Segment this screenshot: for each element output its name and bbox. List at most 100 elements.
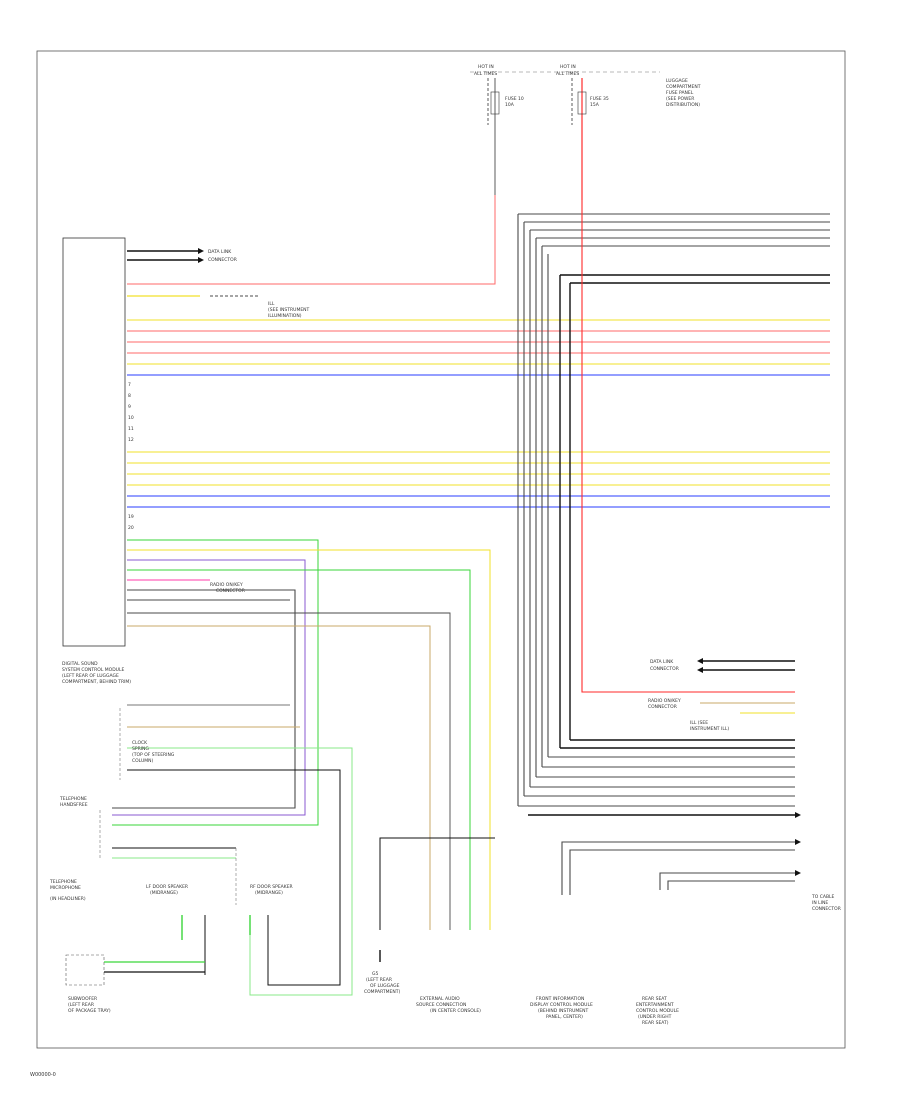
svg-text:ILL: ILL (268, 301, 275, 307)
svg-text:DIGITAL SOUND: DIGITAL SOUND (62, 661, 98, 667)
svg-text:COMPARTMENT: COMPARTMENT (666, 84, 701, 90)
lower-left-wires: RADIO ON/KEY CONNECTOR (112, 539, 491, 930)
ground-block: G5 (LEFT REAR OF LUGGAGE COMPARTMENT) (364, 837, 495, 995)
svg-text:COMPARTMENT): COMPARTMENT) (364, 989, 400, 995)
svg-text:IN LINE: IN LINE (812, 900, 828, 906)
svg-text:FUSE 35: FUSE 35 (590, 96, 609, 102)
svg-text:ILLUMINATION): ILLUMINATION) (268, 313, 302, 319)
svg-text:DATA LINK: DATA LINK (208, 249, 232, 255)
module-pin-numbers: 7 8 9 10 11 12 19 20 (128, 382, 134, 531)
top-fuse-2-label: HOT IN (560, 64, 576, 70)
svg-text:CONNECTOR: CONNECTOR (650, 666, 679, 672)
svg-text:ILL (SEE: ILL (SEE (690, 720, 708, 726)
svg-text:PANEL, CENTER): PANEL, CENTER) (546, 1014, 583, 1020)
svg-text:CONNECTOR: CONNECTOR (812, 906, 841, 912)
svg-text:(MIDRANGE): (MIDRANGE) (150, 890, 178, 896)
main-module-label: DIGITAL SOUND SYSTEM CONTROL MODULE (LEF… (62, 661, 131, 685)
svg-text:COLUMN): COLUMN) (132, 758, 154, 764)
rear-unit-block: REAR SEAT ENTERTAINMENT CONTROL MODULE (… (636, 996, 679, 1026)
svg-text:CONNECTOR: CONNECTOR (208, 257, 237, 263)
svg-text:SYSTEM CONTROL MODULE: SYSTEM CONTROL MODULE (62, 667, 124, 673)
svg-text:LF DOOR SPEAKER: LF DOOR SPEAKER (146, 884, 188, 890)
svg-text:(LEFT REAR OF LUGGAGE: (LEFT REAR OF LUGGAGE (62, 673, 119, 679)
svg-text:FUSE PANEL: FUSE PANEL (666, 90, 694, 96)
footer-code: W00000-0 (30, 1072, 56, 1078)
right-note: TO CABLE IN LINE CONNECTOR (811, 894, 841, 912)
svg-text:SOURCE CONNECTION: SOURCE CONNECTION (416, 1002, 466, 1008)
svg-text:(IN HEADLINER): (IN HEADLINER) (50, 896, 86, 902)
svg-text:INSTRUMENT ILL): INSTRUMENT ILL) (690, 726, 729, 732)
svg-text:20: 20 (128, 525, 134, 531)
svg-text:FRONT INFORMATION: FRONT INFORMATION (536, 996, 584, 1002)
svg-text:(SEE POWER: (SEE POWER (666, 96, 694, 102)
data-link-arrows-right: DATA LINK CONNECTOR (650, 658, 795, 673)
ext-audio-block: EXTERNAL AUDIO SOURCE CONNECTION (IN CEN… (416, 996, 481, 1014)
svg-text:DATA LINK: DATA LINK (650, 659, 674, 665)
svg-text:RADIO ON/KEY: RADIO ON/KEY (210, 582, 243, 588)
fuse-icon (577, 91, 587, 115)
svg-text:RADIO ON/KEY: RADIO ON/KEY (648, 698, 681, 704)
fuse-icon (490, 91, 500, 115)
svg-text:CONNECTOR: CONNECTOR (648, 704, 677, 710)
svg-text:DISTRIBUTION): DISTRIBUTION) (666, 102, 700, 108)
svg-text:MICROPHONE: MICROPHONE (50, 885, 81, 891)
svg-text:ENTERTAINMENT: ENTERTAINMENT (636, 1002, 674, 1008)
svg-text:HANDSFREE: HANDSFREE (60, 802, 88, 808)
svg-text:(TOP OF STEERING: (TOP OF STEERING (132, 752, 175, 758)
vertical-bundle (517, 213, 830, 807)
telephone-block: TELEPHONE HANDSFREE TELEPHONE MICROPHONE… (49, 796, 236, 902)
bus-wires-1 (127, 319, 830, 376)
power-wire-red-2 (581, 200, 795, 693)
top-fuses: HOT IN ALL TIMES HOT IN ALL TIMES LUGGAG… (470, 64, 701, 200)
svg-text:TO CABLE: TO CABLE (811, 894, 835, 900)
svg-text:OF LUGGAGE: OF LUGGAGE (370, 983, 400, 989)
svg-text:TELEPHONE: TELEPHONE (59, 796, 87, 802)
svg-text:EXTERNAL AUDIO: EXTERNAL AUDIO (420, 996, 460, 1002)
diagram-frame (36, 50, 846, 1049)
clock-spring-block: CLOCK SPRING (TOP OF STEERING COLUMN) (119, 704, 353, 996)
top-fuse-1-label: HOT IN (478, 64, 494, 70)
right-arrows (528, 812, 801, 895)
svg-text:(LEFT REAR: (LEFT REAR (366, 977, 392, 983)
bus-wires-2 (127, 451, 830, 508)
svg-text:CONTROL MODULE: CONTROL MODULE (636, 1008, 679, 1014)
svg-text:REAR SEAT: REAR SEAT (642, 996, 667, 1002)
svg-text:(BEHIND INSTRUMENT: (BEHIND INSTRUMENT (538, 1008, 588, 1014)
svg-text:CONNECTOR: CONNECTOR (216, 588, 245, 594)
svg-text:(SEE INSTRUMENT: (SEE INSTRUMENT (268, 307, 310, 313)
svg-text:OF PACKAGE TRAY): OF PACKAGE TRAY) (68, 1008, 111, 1014)
svg-text:(UNDER RIGHT: (UNDER RIGHT (638, 1014, 672, 1020)
speaker-block: LF DOOR SPEAKER (MIDRANGE) RF DOOR SPEAK… (146, 848, 293, 975)
main-module-box (62, 237, 126, 647)
svg-text:RF DOOR SPEAKER: RF DOOR SPEAKER (250, 884, 293, 890)
svg-text:DISPLAY CONTROL MODULE: DISPLAY CONTROL MODULE (530, 1002, 593, 1008)
svg-text:REAR SEAT): REAR SEAT) (642, 1020, 669, 1026)
svg-text:ALL TIMES: ALL TIMES (556, 71, 579, 77)
svg-text:COMPARTMENT, BEHIND TRIM): COMPARTMENT, BEHIND TRIM) (62, 679, 131, 685)
svg-text:(MIDRANGE): (MIDRANGE) (255, 890, 283, 896)
svg-text:SPRING: SPRING (132, 746, 149, 752)
svg-text:19: 19 (128, 514, 134, 520)
power-wire-red (127, 195, 496, 285)
svg-text:(IN CENTER CONSOLE): (IN CENTER CONSOLE) (430, 1008, 481, 1014)
svg-text:ALL TIMES: ALL TIMES (474, 71, 497, 77)
svg-text:10: 10 (128, 415, 134, 421)
svg-text:G5: G5 (372, 971, 378, 977)
info-module-block: FRONT INFORMATION DISPLAY CONTROL MODULE… (530, 996, 593, 1020)
svg-text:7: 7 (128, 382, 131, 388)
top-fuse-note: LUGGAGE (666, 78, 688, 84)
svg-text:15A: 15A (590, 102, 600, 108)
svg-text:SUBWOOFER: SUBWOOFER (68, 996, 97, 1002)
svg-text:FUSE 10: FUSE 10 (505, 96, 524, 102)
svg-text:10A: 10A (505, 102, 515, 108)
ground-arrows: DATA LINK CONNECTOR (127, 248, 237, 263)
svg-text:9: 9 (128, 404, 131, 410)
svg-text:CLOCK: CLOCK (132, 740, 148, 746)
subwoofer-block: SUBWOOFER (LEFT REAR OF PACKAGE TRAY) (65, 954, 205, 1014)
svg-text:12: 12 (128, 437, 134, 443)
svg-text:8: 8 (128, 393, 131, 399)
svg-text:(LEFT REAR: (LEFT REAR (68, 1002, 94, 1008)
svg-text:11: 11 (128, 426, 134, 432)
svg-text:TELEPHONE: TELEPHONE (49, 879, 77, 885)
